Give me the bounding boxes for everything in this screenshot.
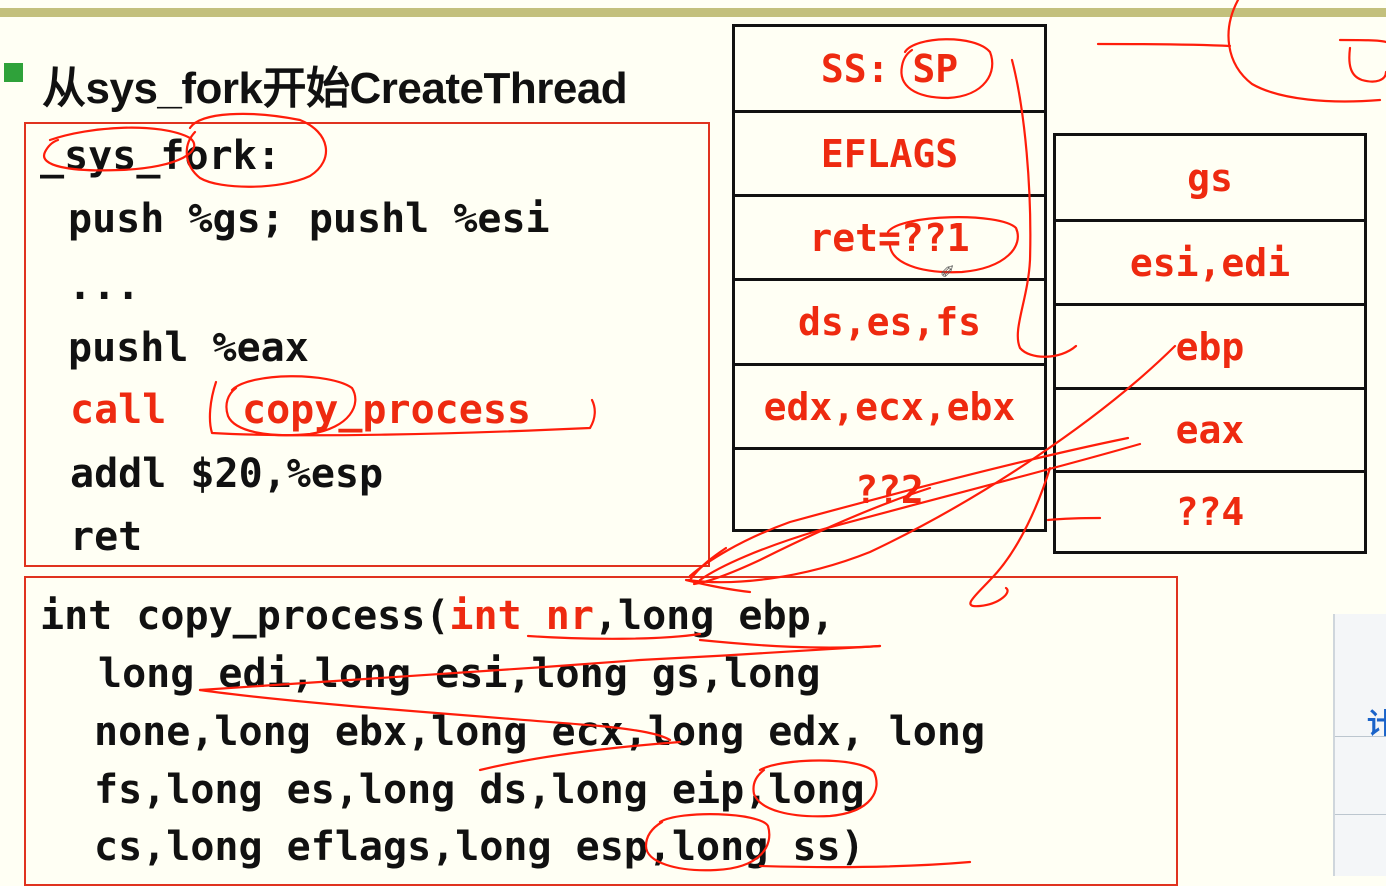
stack-cell-unknown2: ??2 [855, 467, 924, 512]
kernel-stack-left: SS: SP EFLAGS ret=??1 ds,es,fs edx,ecx,e… [732, 24, 1047, 532]
code-line-call-keyword: call [70, 387, 167, 433]
annotation-top-scribble-line [1096, 42, 1232, 48]
stack-cell-eflags: EFLAGS [735, 113, 1044, 197]
signature-param-nr: int nr [449, 593, 594, 639]
stack-cell-ds-es-fs: ds,es,fs [735, 281, 1044, 366]
copy-process-code-box: int copy_process(int nr,long ebp, long e… [24, 576, 1178, 886]
signature-prefix: int copy_process( [40, 593, 450, 639]
bullet-square-icon [4, 63, 23, 82]
stack-cell-esi-edi: esi,edi [1056, 222, 1364, 306]
kernel-stack-right: gs esi,edi ebp eax ??4 [1053, 133, 1367, 554]
stack-cell-ret1: ret=??1 [735, 197, 1044, 281]
thumbnail-grid-line [1335, 814, 1386, 815]
slide-title: 从sys_fork开始CreateThread [42, 64, 628, 113]
side-thumbnail-panel[interactable]: 计 [1333, 614, 1386, 876]
copy-process-signature-line1: int copy_process(int nr,long ebp, [40, 596, 835, 636]
accent-top-bar [0, 8, 1386, 17]
sys-fork-code-box: _sys_fork: push %gs; pushl %esi ... push… [24, 122, 710, 567]
code-line-call-target: copy_process [242, 387, 531, 433]
thumbnail-glyph: 计 [1367, 707, 1386, 740]
copy-process-signature-line2: long edi,long esi,long gs,long [98, 651, 821, 697]
pen-cursor-icon: ✐ [940, 262, 956, 283]
stack-cell-unknown4: ??4 [1175, 490, 1245, 534]
code-line-pushl-eax: pushl %eax [68, 325, 309, 371]
sys-fork-label: _sys_fork: [40, 133, 281, 179]
copy-process-signature-line5: cs,long eflags,long esp,long ss) [94, 824, 865, 870]
annotation-top-scribble-five [1338, 38, 1386, 83]
stack-cell-eax: eax [1056, 390, 1364, 473]
stack-cell-gs: gs [1056, 136, 1364, 222]
code-line-ellipsis: ... [68, 263, 141, 309]
stack-cell-edx-ecx-ebx: edx,ecx,ebx [735, 366, 1044, 450]
stack-cell-ebp: ebp [1056, 306, 1364, 390]
code-line-push: push %gs; pushl %esi [68, 196, 550, 242]
stack-cell-ss-sp: SS: SP [735, 27, 1044, 113]
code-line-ret: ret [70, 514, 143, 560]
signature-param-ebp: ,long ebp, [593, 593, 835, 639]
copy-process-signature-line3: none,long ebx,long ecx,long edx, long [94, 709, 986, 755]
thumbnail-grid-line [1335, 736, 1386, 737]
copy-process-signature-line4: fs,long es,long ds,long eip,long [94, 767, 865, 813]
code-line-addl: addl $20,%esp [70, 451, 384, 497]
